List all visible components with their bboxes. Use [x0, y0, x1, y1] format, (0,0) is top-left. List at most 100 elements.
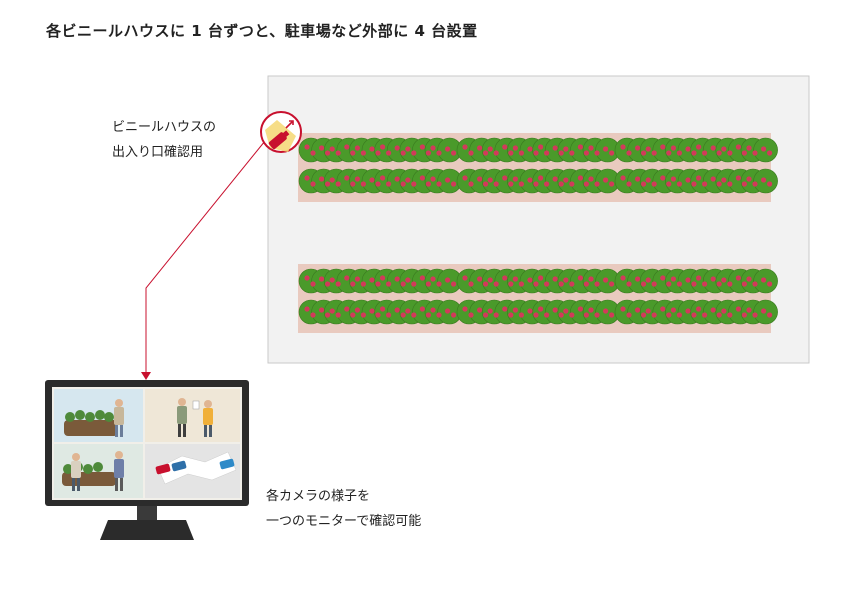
strawberry-fruit: [716, 312, 722, 318]
strawberry-fruit: [588, 176, 594, 182]
strawberry-fruit: [702, 281, 708, 287]
strawberry-fruit: [746, 145, 752, 151]
strawberry-fruit: [419, 306, 425, 312]
strawberry-fruit: [394, 307, 400, 313]
strawberry-fruit: [462, 144, 468, 150]
strawberry-fruit: [310, 150, 316, 156]
strawberry-fruit: [354, 307, 360, 313]
strawberry-fruit: [696, 144, 702, 150]
strawberry-fruit: [538, 144, 544, 150]
strawberry-fruit: [344, 306, 350, 312]
strawberry-fruit: [563, 146, 569, 152]
strawberry-fruit: [538, 275, 544, 281]
strawberry-fruit: [508, 281, 514, 287]
strawberry-fruit: [577, 144, 584, 150]
strawberry-fruit: [569, 281, 575, 287]
strawberry-fruit: [386, 312, 392, 318]
strawberry-fruit: [477, 307, 483, 313]
strawberry-fruit: [310, 312, 316, 318]
strawberry-fruit: [552, 307, 558, 313]
strawberry-fruit: [335, 281, 341, 287]
strawberry-fruit: [354, 145, 360, 151]
strawberry-fruit: [538, 175, 544, 181]
strawberry-fruit: [360, 150, 366, 156]
strawberry-fruit: [691, 150, 697, 156]
strawberry-fruit: [620, 144, 626, 150]
strawberry-fruit: [710, 176, 716, 182]
strawberry-fruit: [360, 281, 366, 287]
strawberry-fruit: [577, 175, 584, 181]
strawberry-fruit: [329, 146, 335, 152]
strawberry-fruit: [588, 145, 594, 151]
strawberry-fruit: [425, 150, 431, 156]
strawberry-fruit: [411, 281, 417, 287]
strawberry-fruit: [527, 177, 533, 183]
strawberry-fruit: [620, 175, 626, 181]
strawberry-fruit: [527, 146, 533, 152]
strawberry-fruit: [451, 312, 457, 318]
strawberry-fruit: [335, 181, 341, 187]
strawberry-fruit: [544, 181, 550, 187]
strawberry-fruit: [502, 144, 508, 150]
strawberry-fruit: [344, 144, 350, 150]
strawberry-fruit: [544, 281, 550, 287]
strawberry-fruit: [558, 181, 564, 187]
strawberry-fruit: [405, 177, 411, 183]
strawberry-fruit: [487, 308, 493, 314]
strawberry-fruit: [609, 281, 615, 287]
strawberry-fruit: [329, 277, 335, 283]
camera-view-1: [54, 389, 143, 442]
strawberry-fruit: [451, 181, 457, 187]
strawberry-fruit: [369, 177, 375, 183]
strawberry-fruit: [375, 281, 381, 287]
monitor-note-line1: 各カメラの様子を: [266, 489, 371, 504]
strawberry-fruit: [533, 281, 539, 287]
strawberry-fruit: [609, 150, 615, 156]
strawberry-fruit: [386, 281, 392, 287]
strawberry-fruit: [741, 150, 748, 156]
strawberry-fruit: [741, 312, 748, 318]
strawberry-fruit: [752, 181, 758, 187]
strawberry-fruit: [493, 181, 499, 187]
strawberry-fruit: [487, 277, 493, 283]
strawberry-fruit: [645, 177, 651, 183]
strawberry-fruit: [635, 145, 641, 151]
strawberry-fruit: [386, 181, 392, 187]
monitor-icon: [45, 380, 249, 540]
strawberry-fruit: [493, 150, 499, 156]
strawberry-fruit: [533, 181, 539, 187]
strawberry-fruit: [609, 312, 615, 318]
security-camera-icon[interactable]: [260, 111, 302, 153]
strawberry-fruit: [405, 308, 411, 314]
strawberry-fruit: [350, 312, 356, 318]
strawberry-fruit: [583, 181, 590, 187]
strawberry-fruit: [651, 312, 657, 318]
strawberry-fruit: [369, 277, 375, 283]
strawberry-fruit: [394, 276, 400, 282]
strawberry-fruit: [727, 281, 733, 287]
strawberry-fruit: [400, 312, 406, 318]
strawberry-fruit: [430, 276, 436, 282]
strawberry-fruit: [394, 176, 400, 182]
strawberry-fruit: [436, 312, 442, 318]
strawberry-fruit: [645, 308, 651, 314]
strawberry-fruit: [477, 276, 483, 282]
strawberry-fruit: [670, 276, 677, 282]
strawberry-fruit: [603, 177, 609, 183]
strawberry-fruit: [761, 177, 767, 183]
strawberry-fruit: [445, 277, 451, 283]
strawberry-fruit: [375, 312, 381, 318]
strawberry-fruit: [468, 312, 474, 318]
strawberry-fruit: [641, 312, 647, 318]
strawberry-fruit: [666, 150, 672, 156]
strawberry-fruit: [319, 276, 325, 282]
strawberry-fruit: [477, 145, 483, 151]
strawberry-fruit: [735, 275, 742, 281]
strawberry-fruit: [635, 176, 641, 182]
strawberry-fruit: [626, 150, 632, 156]
strawberry-fruit: [583, 312, 590, 318]
strawberry-fruit: [400, 150, 406, 156]
strawberry-fruit: [451, 150, 457, 156]
strawberry-fruit: [710, 276, 716, 282]
camera-feed-line: [145, 140, 266, 372]
